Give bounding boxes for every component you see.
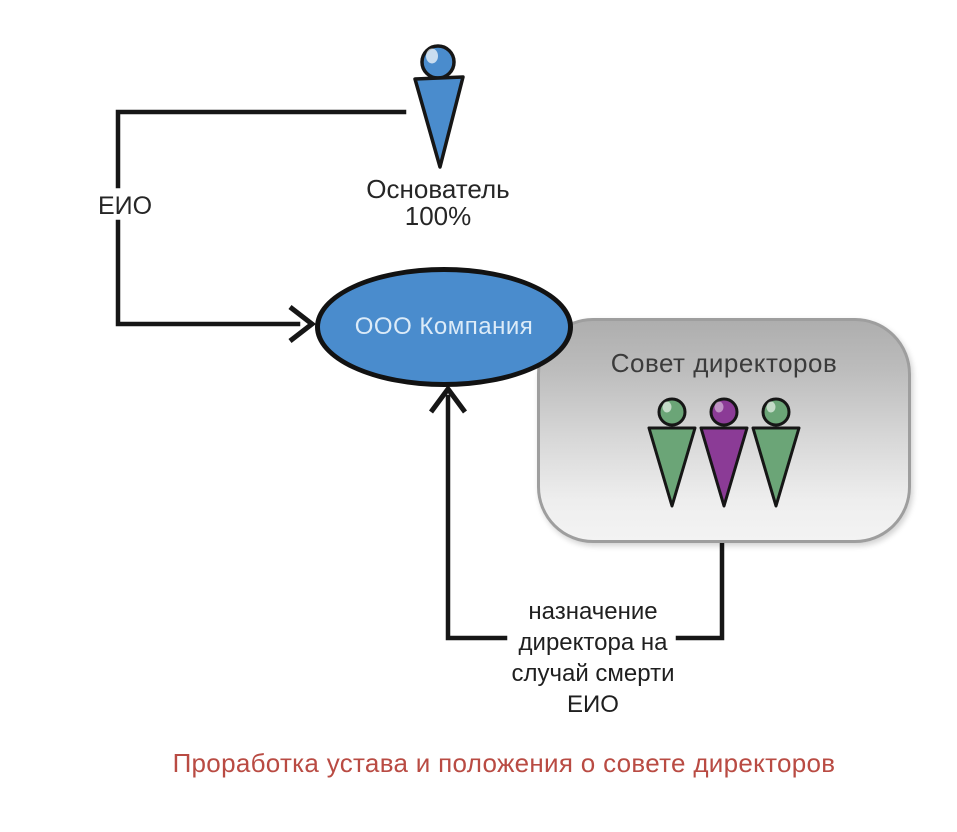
founder-share: 100%	[404, 201, 472, 231]
head-highlight	[766, 401, 776, 413]
footer-note: Проработка устава и положения о совете д…	[172, 748, 836, 778]
company-label: ООО Компания	[354, 313, 534, 340]
arrowhead-right-icon	[288, 305, 317, 343]
board-members	[540, 397, 908, 509]
board-member-person-icon	[751, 397, 801, 508]
appointment-note: назначение директора на случай смерти ЕИ…	[483, 596, 703, 720]
founder-name: Основатель	[366, 174, 510, 204]
founder-body	[413, 75, 465, 169]
eio-connector-top-segment	[115, 109, 407, 189]
appointment-connector-right-segment	[675, 540, 725, 641]
appointment-note-line: директора на	[518, 629, 668, 656]
appointment-note-line: ЕИО	[567, 691, 619, 718]
eio-label: ЕИО	[97, 192, 153, 220]
board-title: Совет директоров	[610, 348, 838, 378]
eio-connector-bottom-segment	[115, 219, 301, 327]
member-body	[647, 426, 697, 508]
founder-label: Основатель 100%	[338, 176, 538, 230]
board-of-directors-box: Совет директоров	[537, 318, 911, 543]
appointment-note-line: назначение	[528, 598, 658, 625]
founder-head	[420, 44, 456, 80]
member-head	[761, 397, 791, 427]
head-highlight	[426, 48, 438, 64]
company-ellipse: ООО Компания	[315, 267, 573, 387]
head-highlight	[662, 401, 672, 413]
head-highlight	[714, 401, 724, 413]
member-head	[709, 397, 739, 427]
board-member-person-icon	[647, 397, 697, 508]
appointment-connector-left-segment	[445, 394, 508, 641]
member-body	[751, 426, 801, 508]
member-head	[657, 397, 687, 427]
arrowhead-up-icon	[428, 384, 468, 414]
board-member-person-icon	[699, 397, 749, 508]
founder-person-icon	[413, 44, 465, 169]
appointment-note-line: случай смерти	[511, 660, 675, 687]
member-body	[699, 426, 749, 508]
